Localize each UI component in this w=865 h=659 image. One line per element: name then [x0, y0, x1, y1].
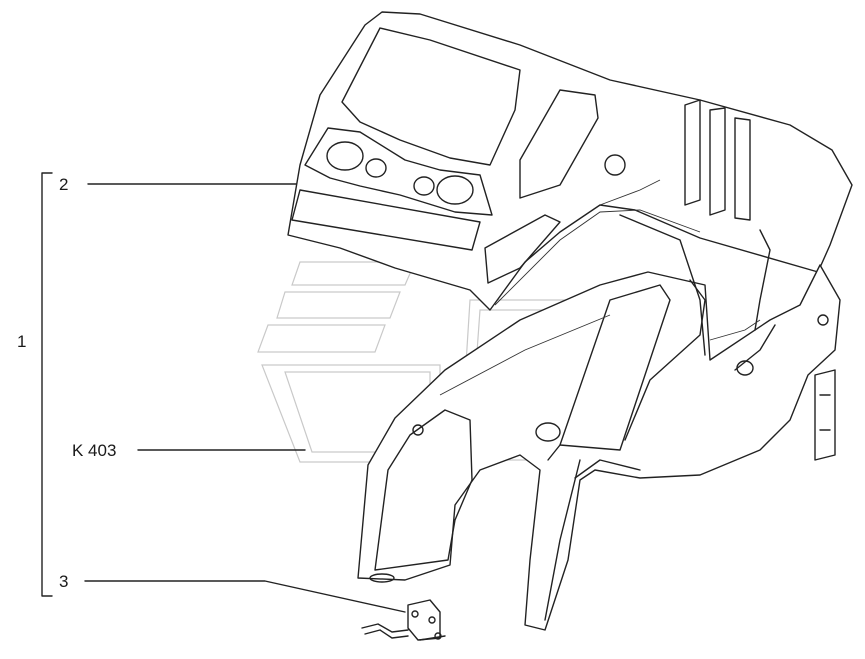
cab-frame-part — [357, 214, 841, 631]
callout-1: 1 — [17, 332, 27, 351]
cab-roof-part — [287, 11, 853, 311]
callout-leaders — [41, 172, 406, 613]
callout-2: 2 — [59, 175, 69, 194]
callout-k403: K 403 — [72, 441, 117, 460]
latch-part — [361, 599, 446, 641]
callout-3: 3 — [59, 572, 69, 591]
